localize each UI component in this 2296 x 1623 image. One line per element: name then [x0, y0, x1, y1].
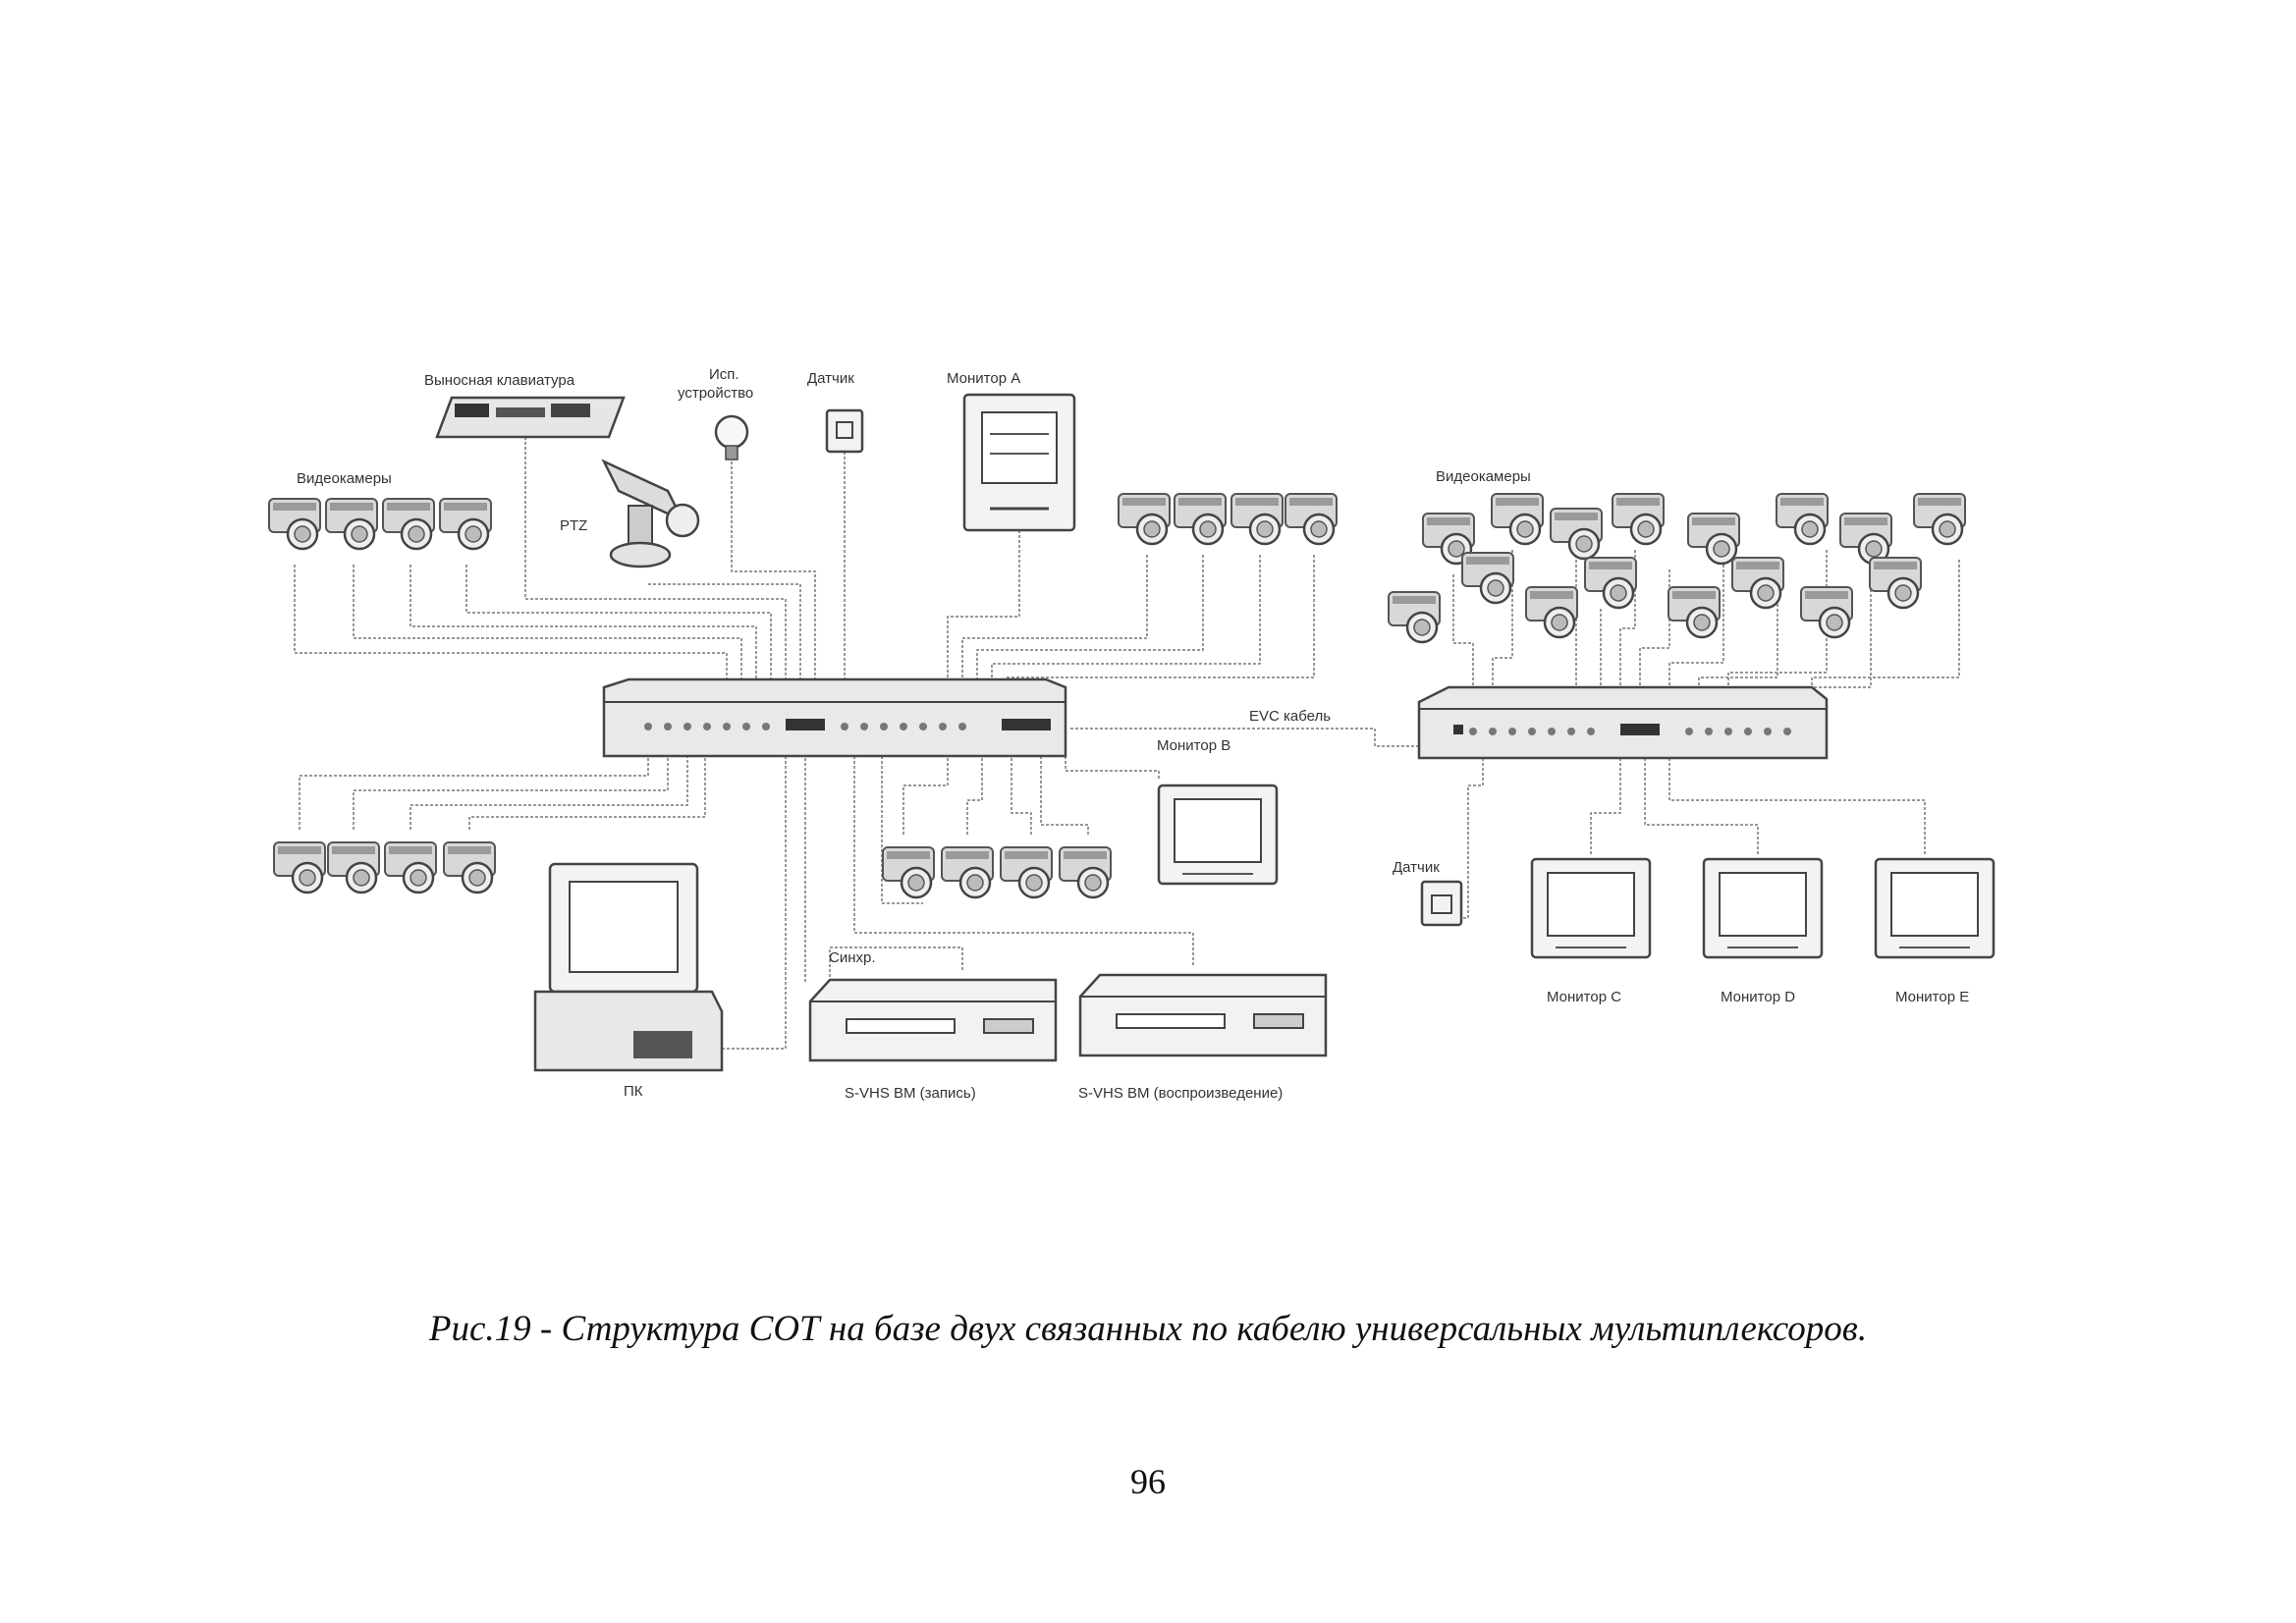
- camera-icon: [1230, 492, 1285, 546]
- lightbulb-icon: [714, 414, 749, 460]
- monitor-d-icon: [1702, 857, 1824, 959]
- remote-keyboard-label: Выносная клавиатура: [424, 372, 575, 389]
- computer-icon: [533, 862, 724, 1072]
- camera-icon: [442, 840, 497, 894]
- ptz-camera-icon: [601, 459, 700, 568]
- sensor-icon: [1420, 880, 1463, 927]
- camera-icon: [1524, 585, 1579, 639]
- sensor-right-label: Датчик: [1393, 859, 1440, 876]
- camera-icon: [267, 497, 322, 551]
- vcr-playback-label: S-VHS ВМ (воспроизведение): [1078, 1085, 1283, 1102]
- sensor-icon: [825, 408, 864, 454]
- ptz-label: PTZ: [560, 517, 587, 534]
- exec-device-label-1: Исп.: [709, 366, 739, 383]
- camera-icon: [1460, 551, 1515, 605]
- exec-device-label-2: устройство: [678, 385, 753, 402]
- sensor-top-label: Датчик: [807, 370, 854, 387]
- camera-icon: [438, 497, 493, 551]
- cameras-left-label: Видеокамеры: [297, 470, 392, 487]
- camera-icon: [1490, 492, 1545, 546]
- camera-icon: [1173, 492, 1228, 546]
- vcr-record-label: S-VHS ВМ (запись): [845, 1085, 976, 1102]
- monitor-b-label: Монитор В: [1157, 737, 1230, 754]
- camera-icon: [1284, 492, 1339, 546]
- camera-icon: [324, 497, 379, 551]
- monitor-b-icon: [1157, 784, 1279, 886]
- cameras-right-label: Видеокамеры: [1436, 468, 1531, 485]
- monitor-e-icon: [1874, 857, 1995, 959]
- camera-icon: [1686, 512, 1741, 566]
- camera-icon: [1912, 492, 1967, 546]
- camera-icon: [1799, 585, 1854, 639]
- pc-label: ПК: [624, 1083, 643, 1100]
- camera-icon: [1667, 585, 1722, 639]
- camera-icon: [1611, 492, 1666, 546]
- camera-icon: [1583, 556, 1638, 610]
- camera-icon: [1549, 507, 1604, 561]
- vcr-record-icon: [808, 978, 1058, 1062]
- camera-icon: [1730, 556, 1785, 610]
- monitor-a-icon: [962, 393, 1076, 532]
- camera-icon: [999, 845, 1054, 899]
- camera-icon: [940, 845, 995, 899]
- page-number: 96: [1130, 1462, 1166, 1501]
- evc-cable-label: EVC кабель: [1249, 708, 1331, 725]
- monitor-a-label: Монитор А: [947, 370, 1020, 387]
- camera-icon: [1387, 590, 1442, 644]
- monitor-c-icon: [1530, 857, 1652, 959]
- monitor-c-label: Монитор С: [1547, 989, 1621, 1005]
- camera-icon: [881, 845, 936, 899]
- camera-icon: [1838, 512, 1893, 566]
- remote-keyboard-icon: [435, 396, 626, 439]
- right-camera-cluster: [1387, 492, 1967, 644]
- vcr-playback-icon: [1078, 973, 1328, 1057]
- monitor-e-label: Монитор Е: [1895, 989, 1969, 1005]
- multiplexer-b: [1417, 685, 1829, 760]
- camera-icon: [383, 840, 438, 894]
- camera-icon: [326, 840, 381, 894]
- figure-caption: Рис.19 - Структура СОТ на базе двух связ…: [428, 1309, 1868, 1349]
- sync-label: Синхр.: [829, 949, 876, 966]
- monitor-d-label: Монитор D: [1721, 989, 1795, 1005]
- camera-icon: [1868, 556, 1923, 610]
- multiplexer-a: [602, 677, 1067, 758]
- camera-icon: [1058, 845, 1113, 899]
- camera-icon: [1117, 492, 1172, 546]
- camera-icon: [1775, 492, 1830, 546]
- camera-icon: [381, 497, 436, 551]
- camera-icon: [272, 840, 327, 894]
